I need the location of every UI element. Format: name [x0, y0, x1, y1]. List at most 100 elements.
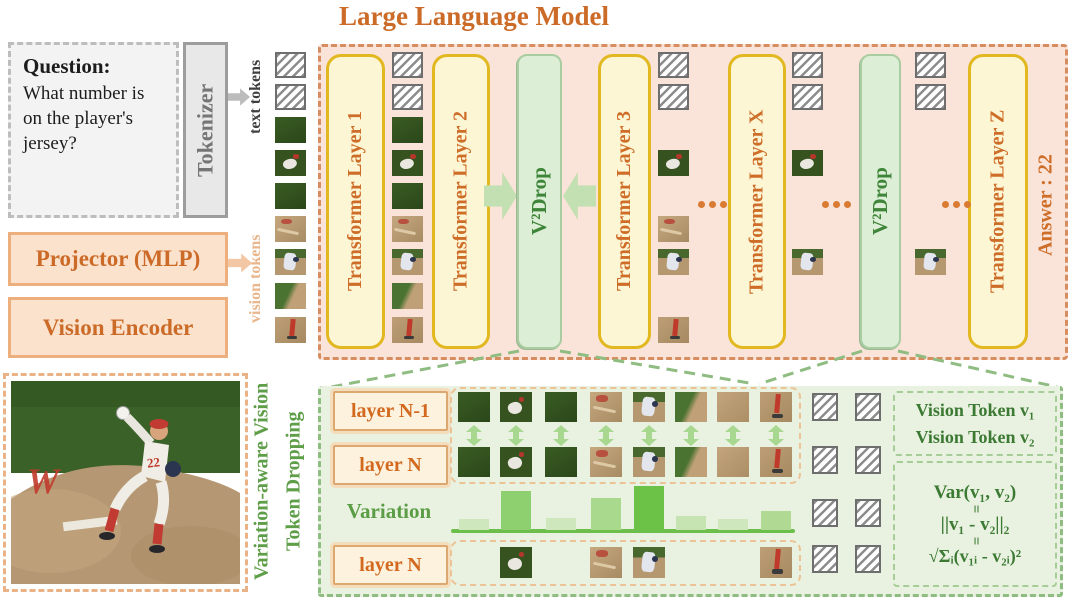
- vision-token-redleg: [275, 317, 306, 343]
- vision-token-batter: [633, 447, 665, 477]
- vision-token-pitch: [392, 150, 423, 176]
- variation-bar: [676, 516, 706, 530]
- vision-token-edge: [275, 283, 306, 309]
- formula-var: Var(v₁, v₂): [933, 481, 1017, 503]
- token-variation-arrow-icon: [641, 425, 657, 446]
- variation-formula-box: Var(v₁, v₂) = ||v₁ - v₂||₂ = √Σᵢ(v₁ᵢ - v…: [893, 461, 1057, 587]
- vision-token-pitch: [275, 150, 306, 176]
- vision-token-edge: [675, 392, 707, 422]
- vision-token-dirtbat: [590, 447, 622, 477]
- text-token: [855, 499, 881, 527]
- text-token: [915, 52, 946, 78]
- text-token: [855, 446, 881, 474]
- vision-token-edge: [675, 447, 707, 477]
- team-logo: W: [27, 461, 62, 501]
- text-token: [915, 84, 946, 110]
- text-token: [658, 84, 689, 110]
- ellipsis-dots: [822, 201, 851, 208]
- token-variation-arrow-icon: [598, 425, 614, 446]
- dropped-row-outline: [450, 540, 801, 586]
- vision-token-pitch: [658, 150, 689, 176]
- red-sock: [152, 523, 164, 545]
- vision-token-dirtbat: [392, 216, 423, 242]
- vision-token-grass: [458, 447, 490, 477]
- variation-bar: [501, 491, 531, 530]
- token-variation-arrow-icon: [768, 425, 784, 446]
- vision-token-redleg: [760, 447, 792, 477]
- vision-token-batter: [915, 249, 946, 275]
- token-variation-arrow-icon: [508, 425, 524, 446]
- glove: [165, 461, 181, 477]
- vision-token-batter: [392, 249, 423, 275]
- vision-token-pitch: [500, 447, 532, 477]
- token-rows-outline: [450, 387, 801, 484]
- text-token: [812, 499, 838, 527]
- text-token: [392, 84, 423, 110]
- text-token: [812, 545, 838, 573]
- vision-token-dirt: [717, 447, 749, 477]
- formula-norm: ||v₁ - v₂||₂: [940, 513, 1010, 535]
- vision-token-grass: [458, 392, 490, 422]
- pitcher-figure: 22: [99, 406, 181, 553]
- jersey-number: 22: [146, 454, 160, 470]
- vision-token-redleg: [760, 392, 792, 422]
- variation-bar: [546, 518, 576, 530]
- vision-token-batter: [275, 249, 306, 275]
- variation-bar: [591, 498, 621, 530]
- jersey: [141, 441, 169, 482]
- vision-token-edge: [392, 283, 423, 309]
- vision-token-redleg: [658, 317, 689, 343]
- vision-token-batter: [633, 392, 665, 422]
- vision-token-redleg: [392, 317, 423, 343]
- question-label: Question:: [23, 54, 111, 78]
- token-variation-arrow-icon: [725, 425, 741, 446]
- variation-label: Variation: [346, 498, 432, 523]
- text-token: [812, 446, 838, 474]
- red-sock: [104, 507, 120, 533]
- formula-equals: =: [967, 536, 983, 545]
- vision-token-grass: [275, 117, 306, 143]
- vision-token-dirtbat: [590, 547, 622, 578]
- text-token: [855, 545, 881, 573]
- ellipsis-dots: [942, 201, 971, 208]
- projector-box: Projector (MLP): [8, 232, 228, 286]
- variation-bar: [718, 519, 748, 530]
- text-token: [855, 393, 881, 421]
- vision-token-batter: [633, 547, 665, 578]
- question-box: Question: What number is on the player's…: [8, 42, 179, 218]
- bottom-side-label-line1: Variation-aware Vision: [250, 382, 273, 580]
- photo-frame: [3, 373, 248, 592]
- ellipsis-dots: [698, 201, 727, 208]
- vision-token-pitch: [792, 150, 823, 176]
- figure-title: Large Language Model: [339, 1, 609, 31]
- vision-token-pitch: [500, 392, 532, 422]
- vision-token-grass: [275, 183, 306, 209]
- layer-n-minus-1-label: layer N-1: [333, 391, 448, 431]
- formula-equals: =: [967, 504, 983, 513]
- vision-token-grass: [392, 117, 423, 143]
- variation-bar: [634, 486, 664, 530]
- vision-token-batter: [792, 249, 823, 275]
- variation-baseline: [451, 529, 795, 533]
- vision-token-redleg: [760, 547, 792, 578]
- text-token: [392, 52, 423, 78]
- text-token: [275, 52, 306, 78]
- vision-token-pitch: [500, 547, 532, 578]
- vision-token-legend-box: Vision Token v₁ Vision Token v₂: [893, 391, 1057, 456]
- token-variation-arrow-icon: [553, 425, 569, 446]
- baseball: [116, 406, 130, 420]
- text-token: [658, 52, 689, 78]
- vision-token-dirtbat: [590, 392, 622, 422]
- variation-bar: [761, 511, 791, 530]
- vision-token-v2: Vision Token v₂: [915, 426, 1035, 447]
- token-variation-arrow-icon: [683, 425, 699, 446]
- vision-token-dirt: [717, 392, 749, 422]
- variation-bar: [459, 519, 489, 530]
- pitcher-rubber: [62, 515, 118, 532]
- red-cap: [149, 419, 169, 429]
- vision-token-grass: [545, 447, 577, 477]
- layer-n-label: layer N: [333, 445, 448, 485]
- question-text: What number is on the player's jersey?: [23, 83, 145, 155]
